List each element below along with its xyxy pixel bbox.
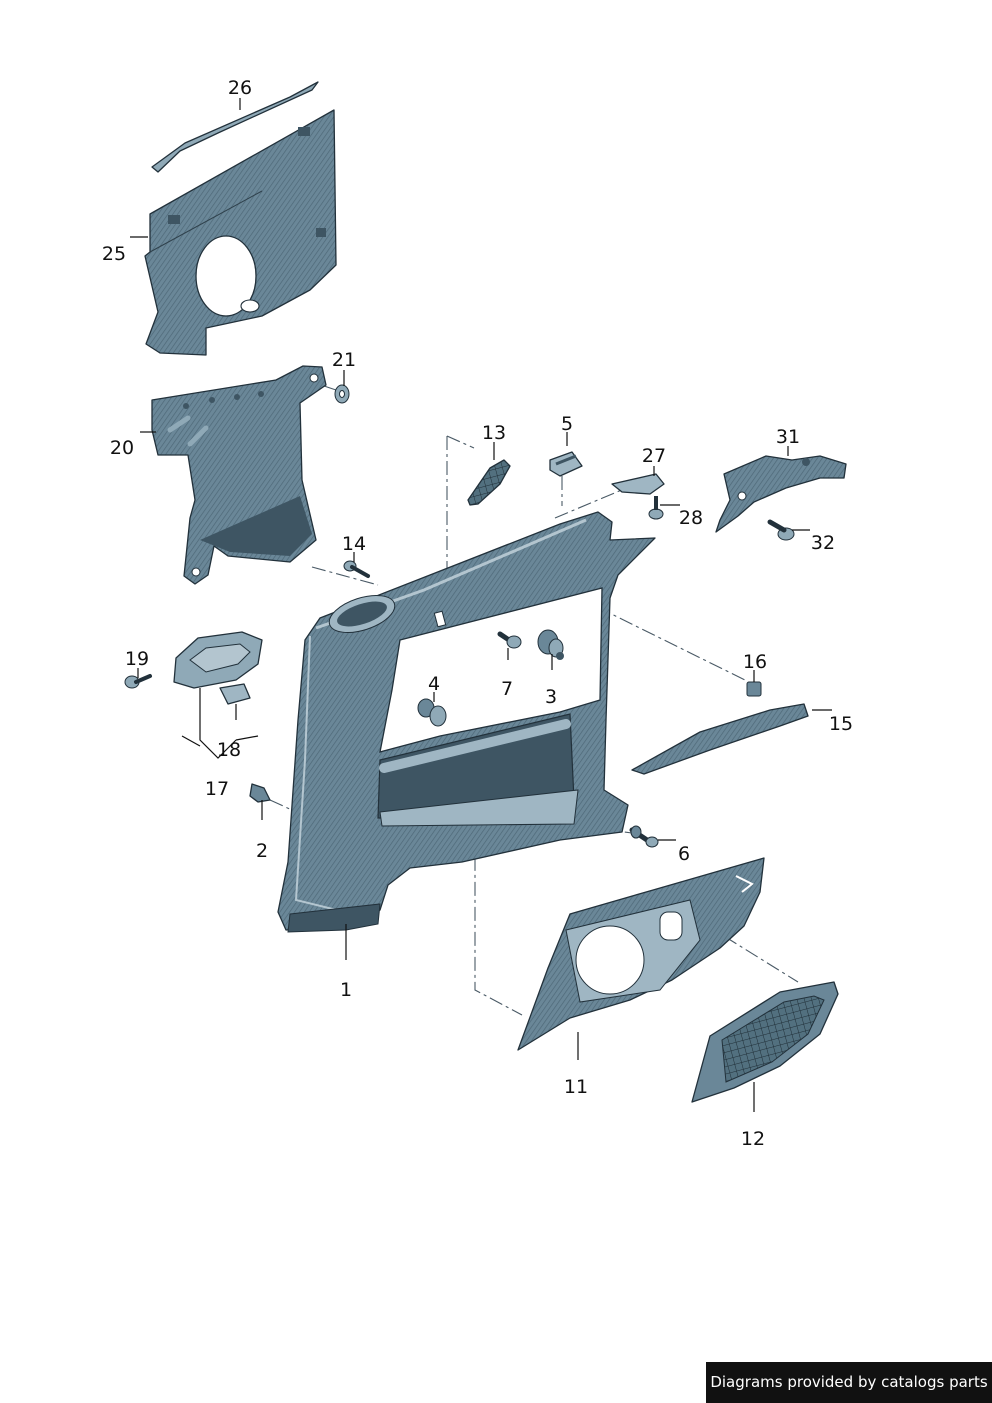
part-28-screw — [648, 496, 664, 520]
part-7-screw — [497, 631, 522, 649]
part-6-bolt — [629, 825, 659, 848]
callout-18: 18 — [217, 739, 241, 761]
callout-17: 17 — [205, 778, 229, 800]
part-18-clip — [219, 683, 251, 705]
callout-15: 15 — [829, 713, 853, 735]
callout-25: 25 — [102, 243, 126, 265]
callout-20: 20 — [110, 437, 134, 459]
part-26-strip — [151, 81, 319, 173]
callout-16: 16 — [743, 651, 767, 673]
callout-27: 27 — [642, 445, 666, 467]
credit-banner: Diagrams provided by catalogs parts — [706, 1362, 992, 1403]
part-13-mesh-cover — [467, 459, 511, 506]
callout-31: 31 — [776, 426, 800, 448]
part-17-handle-bezel — [173, 631, 263, 689]
part-19-screw — [124, 674, 152, 689]
part-25-panel — [144, 109, 337, 356]
callout-numbers: 26 25 21 20 13 5 27 28 31 32 14 7 3 4 16… — [102, 77, 853, 1150]
part-16-clip — [746, 681, 762, 697]
callout-19: 19 — [125, 648, 149, 670]
callout-32: 32 — [811, 532, 835, 554]
callout-4: 4 — [428, 673, 440, 695]
callout-26: 26 — [228, 77, 252, 99]
callout-1: 1 — [340, 979, 352, 1001]
part-32-screw — [767, 519, 795, 541]
part-4-grommet — [417, 698, 447, 727]
callout-13: 13 — [482, 422, 506, 444]
part-3-grommet — [537, 629, 564, 660]
part-11-lower-panel — [517, 857, 765, 1051]
callout-5: 5 — [561, 413, 573, 435]
callout-14: 14 — [342, 533, 366, 555]
part-15-trim-strip — [631, 703, 809, 775]
part-27-clip — [611, 473, 665, 495]
part-21-washer — [334, 384, 350, 404]
callout-3: 3 — [545, 686, 557, 708]
part-12-speaker-grille — [691, 981, 839, 1103]
callout-7: 7 — [501, 678, 513, 700]
callout-21: 21 — [332, 349, 356, 371]
callout-11: 11 — [564, 1076, 588, 1098]
part-31-bracket — [715, 455, 847, 533]
part-20-bracket — [151, 365, 327, 585]
part-5-clip — [549, 451, 583, 477]
part-2-clip — [249, 783, 271, 803]
part-1-side-trim — [277, 511, 656, 933]
callout-2: 2 — [256, 840, 268, 862]
leader-lines — [130, 98, 832, 1112]
part-14-screw — [343, 560, 370, 578]
callout-28: 28 — [679, 507, 703, 529]
callout-6: 6 — [678, 843, 690, 865]
callout-12: 12 — [741, 1128, 765, 1150]
